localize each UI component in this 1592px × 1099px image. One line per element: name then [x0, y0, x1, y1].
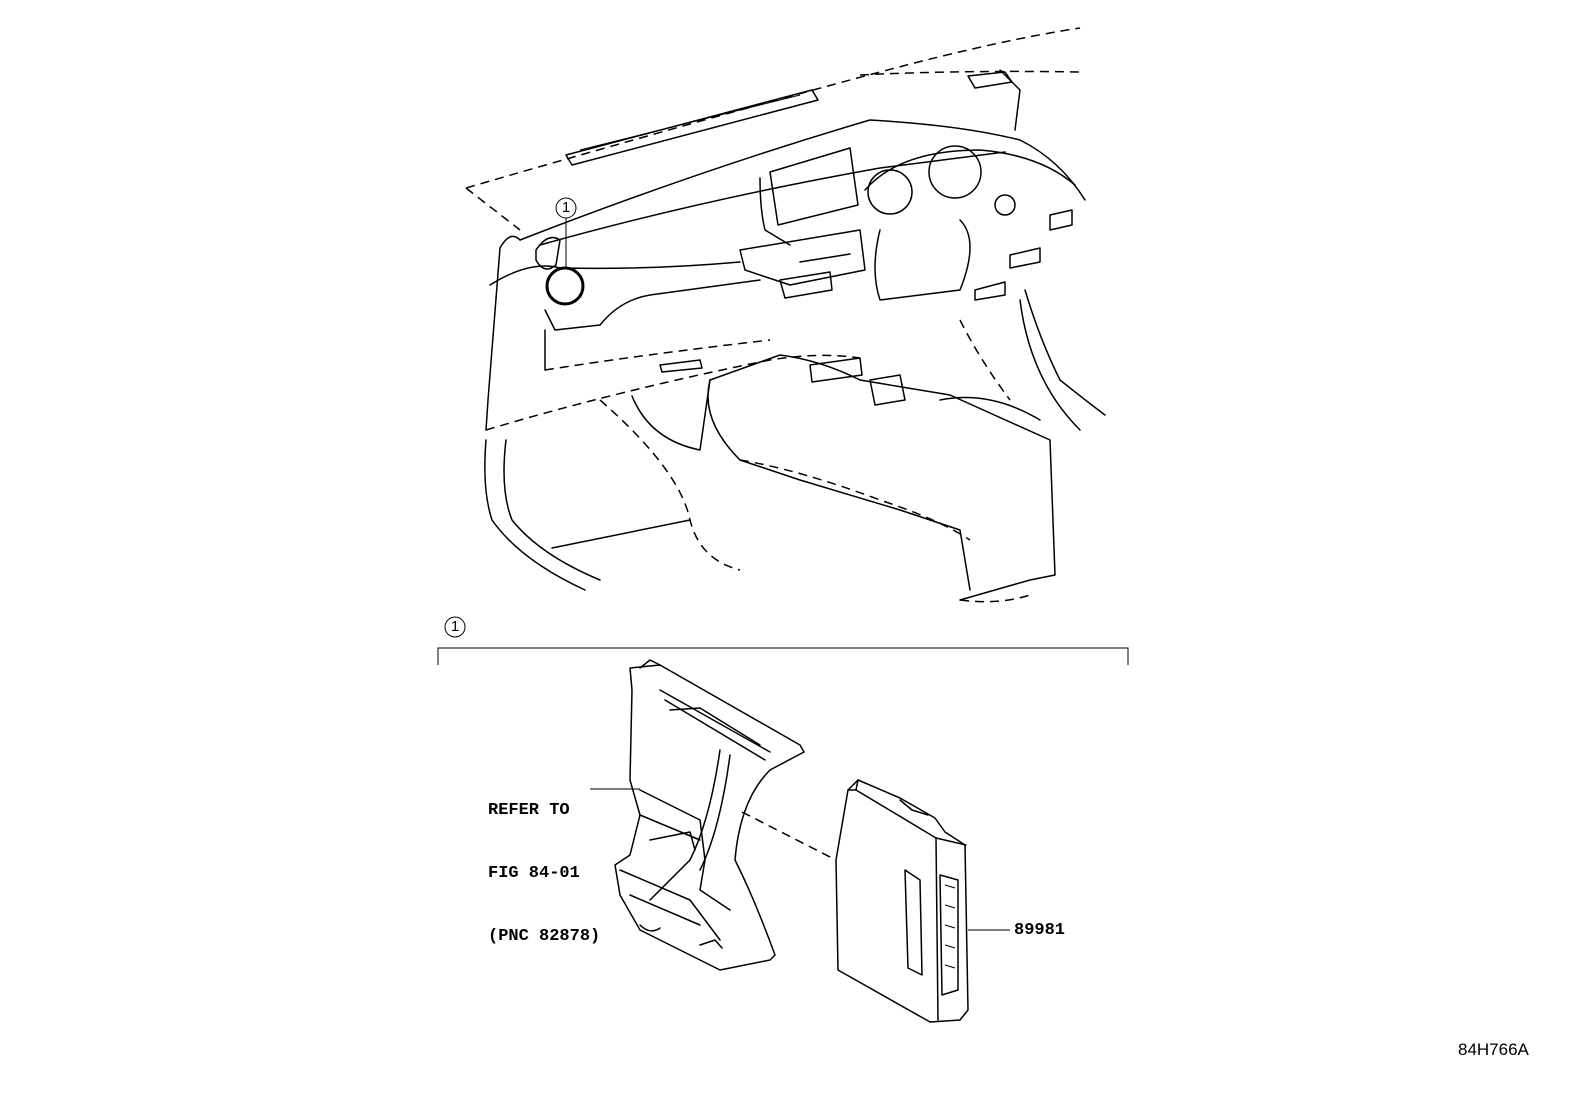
- section-callout-number: 1: [450, 618, 460, 635]
- top-callout-number: 1: [561, 199, 571, 216]
- part-number-label[interactable]: 89981: [1014, 921, 1066, 940]
- refer-label-line2: FIG 84-01: [488, 864, 580, 883]
- ecu-module-illustration: [835, 779, 969, 1023]
- dashboard-illustration: [465, 27, 1106, 603]
- figure-code: 84H766A: [1458, 1040, 1529, 1059]
- mounting-bracket-illustration: [614, 659, 805, 971]
- refer-label-line3: (PNC 82878): [488, 927, 601, 946]
- section-bracket: [437, 616, 1129, 665]
- refer-label[interactable]: REFER TO FIG 84-01 (PNC 82878): [488, 758, 600, 968]
- install-direction-line: [741, 811, 833, 859]
- refer-label-line1: REFER TO: [488, 801, 570, 820]
